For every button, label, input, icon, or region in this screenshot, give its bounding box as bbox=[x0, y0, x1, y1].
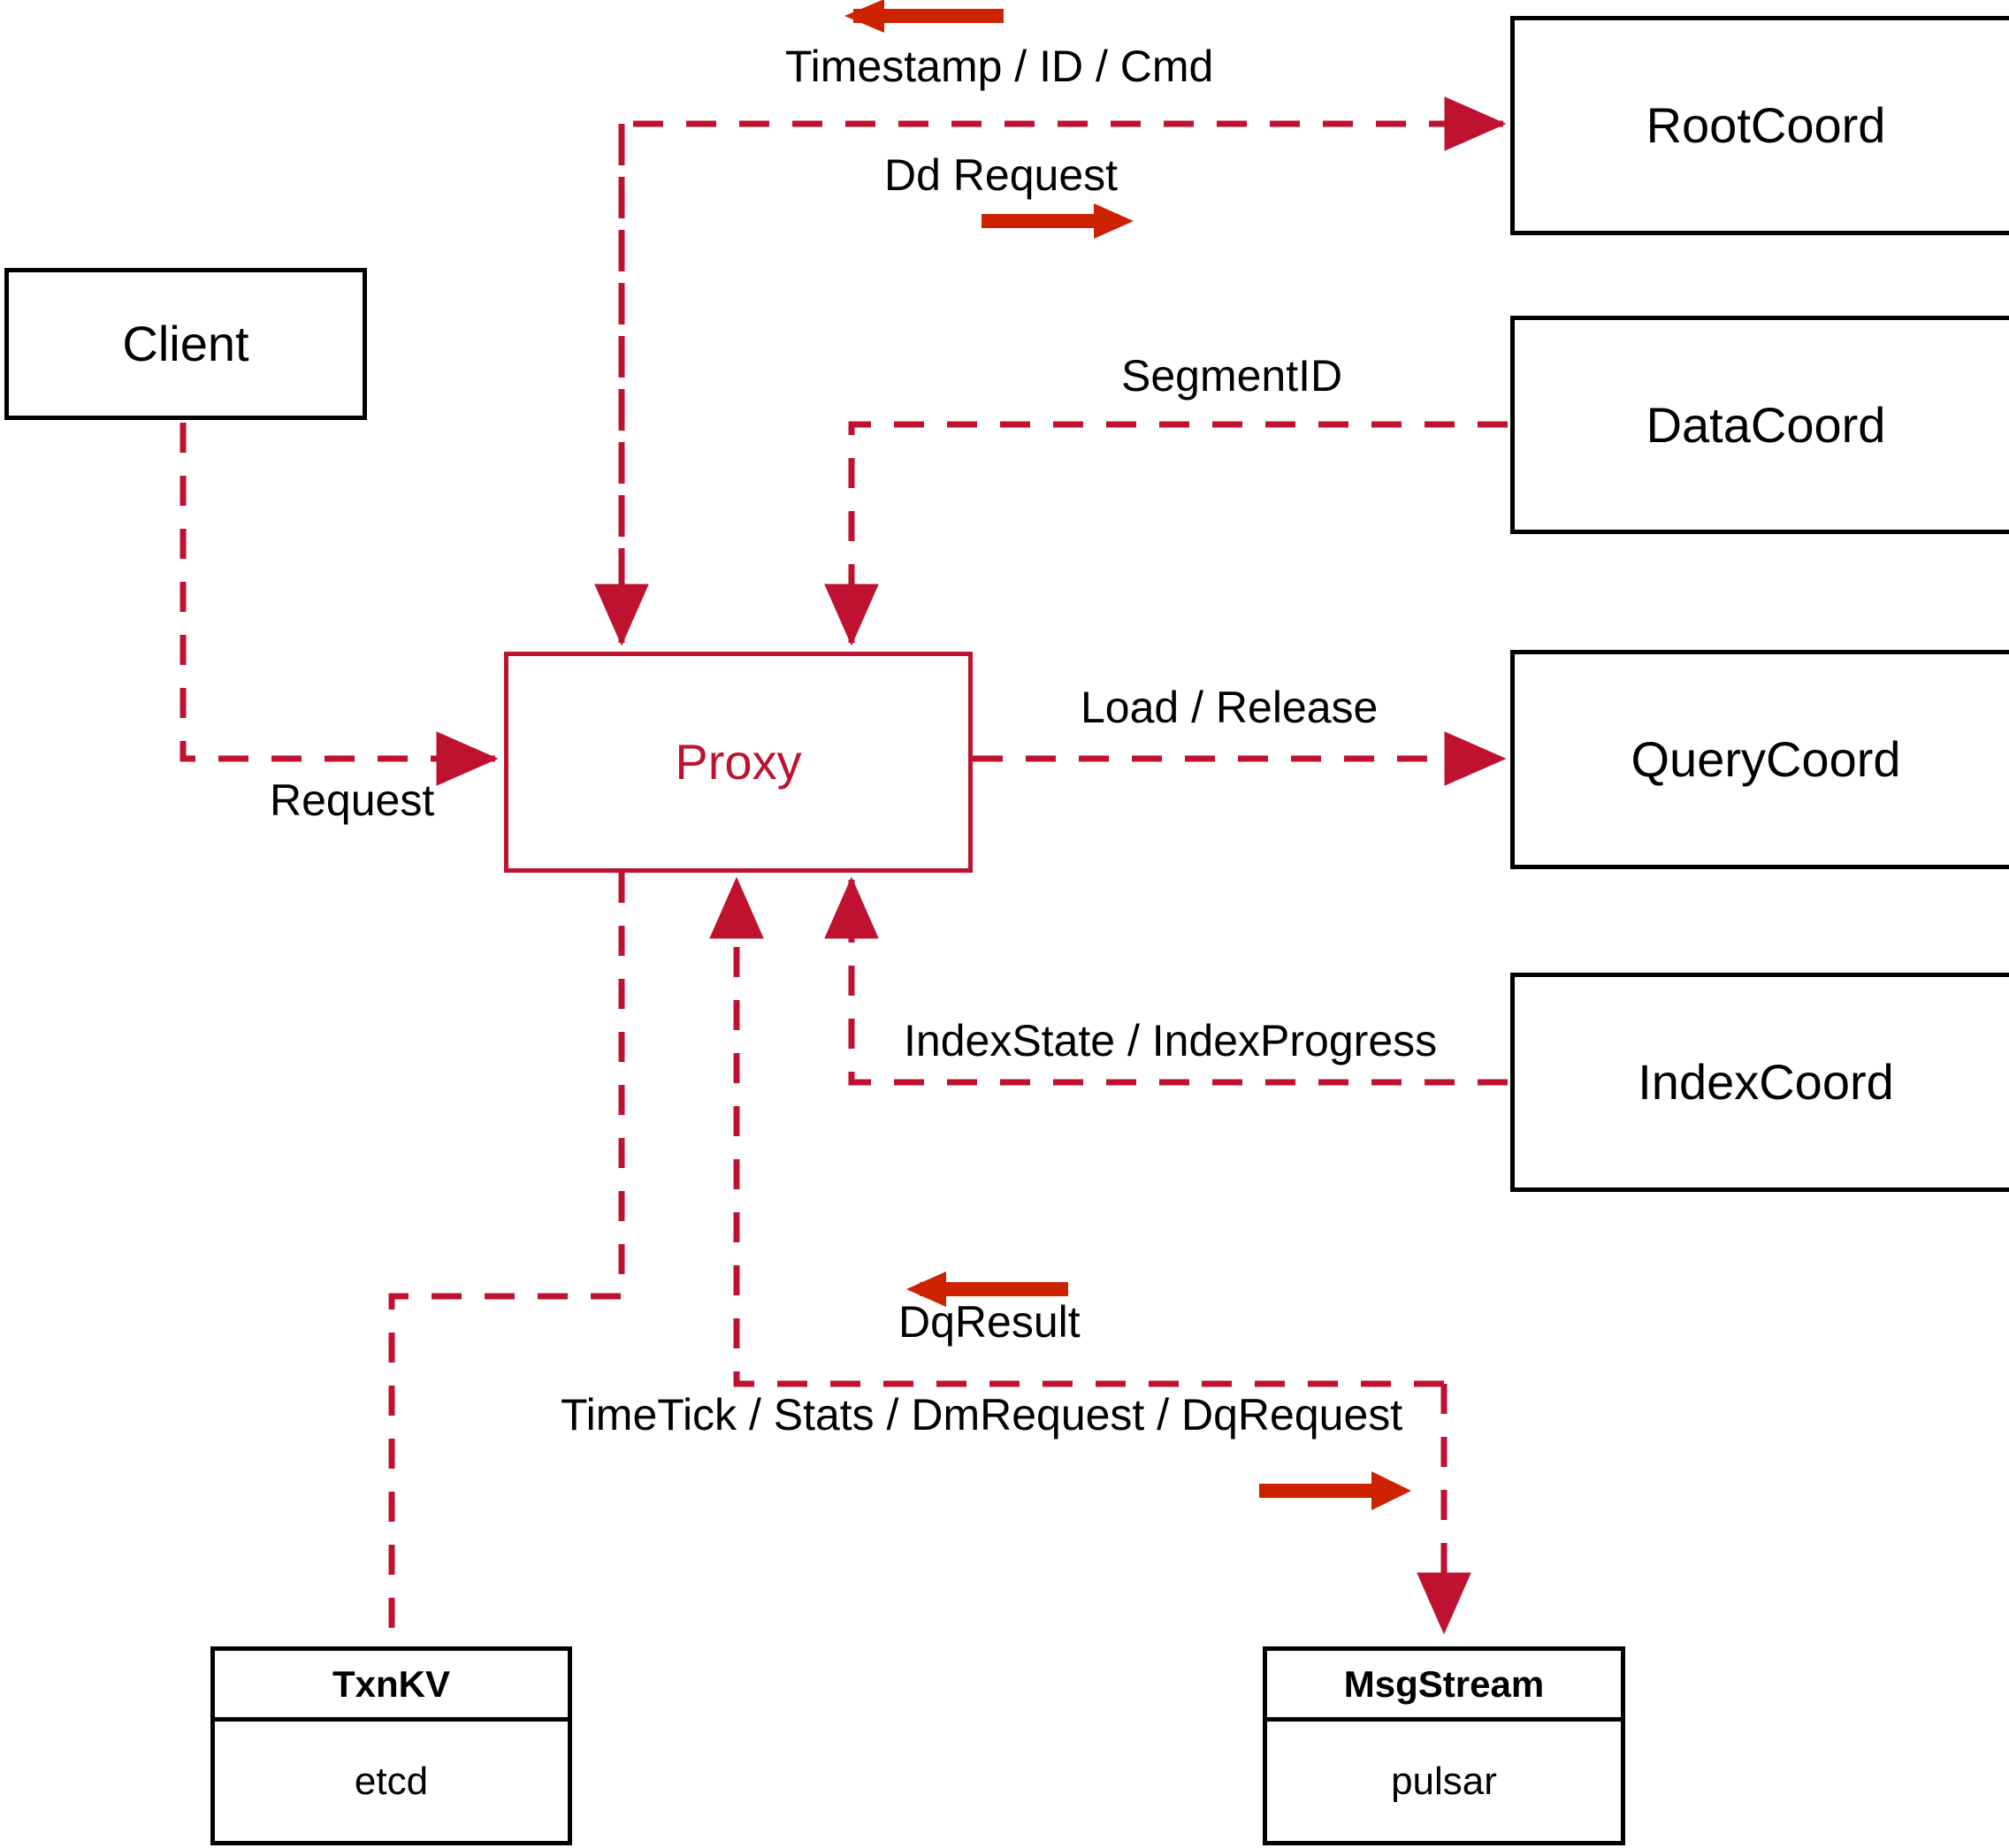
node-indexcoord-label: IndexCoord bbox=[1638, 1054, 1894, 1110]
node-datacoord[interactable]: DataCoord bbox=[1510, 316, 2009, 534]
node-rootcoord[interactable]: RootCoord bbox=[1510, 16, 2009, 235]
edge-label-load-release: Load / Release bbox=[1081, 683, 1379, 732]
node-msgstream-impl-label: pulsar bbox=[1391, 1759, 1497, 1803]
node-txnkv-impl-label: etcd bbox=[354, 1759, 429, 1803]
node-rootcoord-label: RootCoord bbox=[1646, 97, 1886, 153]
direction-arrow-dqresult-left-icon bbox=[906, 1271, 1068, 1307]
node-proxy-label: Proxy bbox=[675, 734, 802, 790]
node-client-label: Client bbox=[122, 316, 249, 371]
node-txnkv-header: TxnKV bbox=[215, 1651, 568, 1722]
node-indexcoord[interactable]: IndexCoord bbox=[1510, 973, 2009, 1192]
edge-label-dqresult: DqResult bbox=[898, 1297, 1081, 1347]
node-proxy[interactable]: Proxy bbox=[504, 652, 973, 873]
edge-label-timetick-stats-dmrequest-dqrequest: TimeTick / Stats / DmRequest / DqRequest bbox=[561, 1390, 1403, 1439]
node-msgstream-label: MsgStream bbox=[1343, 1662, 1545, 1705]
node-client[interactable]: Client bbox=[4, 268, 367, 420]
edge-label-dd-request: Dd Request bbox=[884, 150, 1119, 200]
direction-arrow-timestamp-left-icon bbox=[844, 0, 1004, 33]
node-msgstream-header: MsgStream bbox=[1267, 1651, 1621, 1722]
node-querycoord[interactable]: QueryCoord bbox=[1510, 650, 2009, 869]
edge-label-request: Request bbox=[270, 775, 435, 825]
edge-proxy-to-rootcoord bbox=[594, 96, 1507, 646]
node-datacoord-label: DataCoord bbox=[1646, 396, 1886, 453]
edge-label-segmentid: SegmentID bbox=[1121, 351, 1343, 401]
direction-arrow-timetick-right-icon bbox=[1259, 1471, 1411, 1510]
edge-datacoord-to-proxy bbox=[824, 421, 1508, 646]
node-msgstream[interactable]: MsgStream pulsar bbox=[1263, 1646, 1625, 1845]
node-txnkv-label: TxnKV bbox=[332, 1662, 450, 1705]
edge-client-to-proxy bbox=[180, 423, 499, 786]
edge-label-timestamp-id-cmd: Timestamp / ID / Cmd bbox=[785, 42, 1214, 91]
edge-indexcoord-to-proxy bbox=[824, 876, 1508, 1086]
edge-proxy-to-txnkv bbox=[388, 873, 625, 1646]
edge-label-indexstate-indexprogress: IndexState / IndexProgress bbox=[904, 1016, 1438, 1065]
edge-msgstream-to-proxy bbox=[709, 876, 1444, 1387]
node-txnkv[interactable]: TxnKV etcd bbox=[210, 1646, 572, 1845]
node-querycoord-label: QueryCoord bbox=[1631, 731, 1901, 787]
direction-arrow-dd-request-right-icon bbox=[982, 203, 1134, 239]
node-msgstream-impl: pulsar bbox=[1267, 1722, 1621, 1841]
node-txnkv-impl: etcd bbox=[215, 1722, 568, 1841]
